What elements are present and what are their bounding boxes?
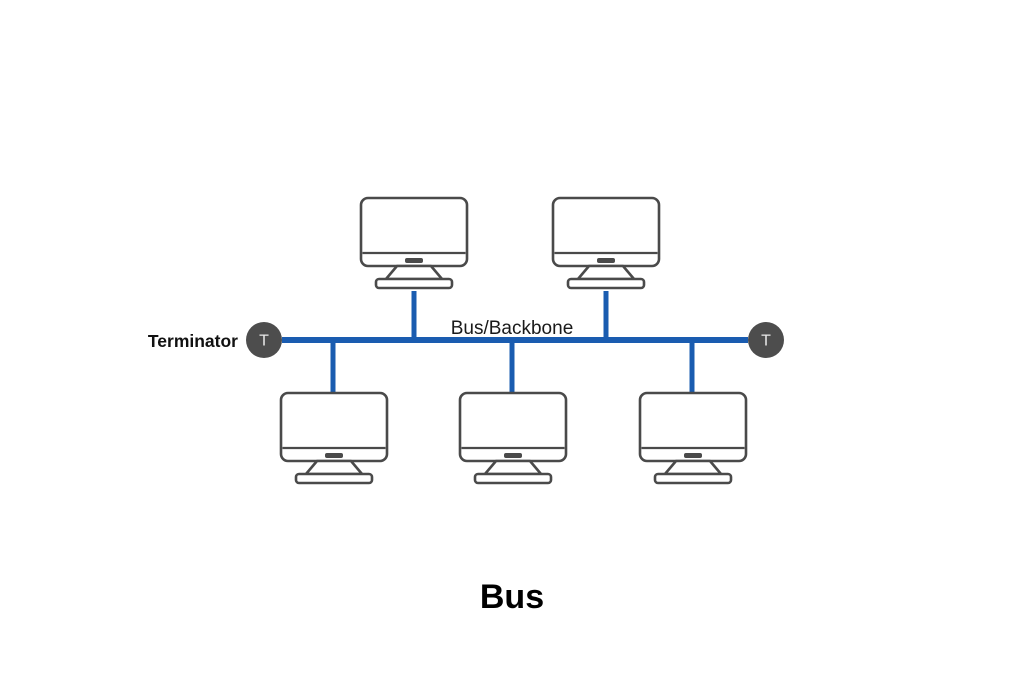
workstation-top-right-stand-base <box>566 277 646 290</box>
bus-backbone-label: Bus/Backbone <box>451 318 574 339</box>
terminator-label: Terminator <box>148 331 238 351</box>
workstation-top-right-badge-icon <box>597 258 615 263</box>
terminator-left-circle[interactable] <box>246 322 282 358</box>
workstation-bottom-right-stand-neck <box>663 459 723 476</box>
workstation-bottom-center-stand-neck <box>483 459 543 476</box>
terminator-right-circle[interactable] <box>748 322 784 358</box>
workstation-top-left-screen[interactable] <box>359 196 469 268</box>
workstation-bottom-right[interactable] <box>638 391 748 485</box>
workstation-bottom-center[interactable] <box>458 391 568 485</box>
workstations-layer <box>279 196 748 485</box>
workstation-bottom-left-stand-base <box>294 472 374 485</box>
workstation-top-left-badge-icon <box>405 258 423 263</box>
workstation-bottom-left-screen[interactable] <box>279 391 389 463</box>
workstation-top-right-stand-neck <box>576 264 636 281</box>
workstation-top-left-stand-base <box>374 277 454 290</box>
workstation-bottom-left-stand-neck <box>304 459 364 476</box>
workstation-top-right-screen[interactable] <box>551 196 661 268</box>
workstation-bottom-center-stand-base <box>473 472 553 485</box>
workstation-bottom-right-badge-icon <box>684 453 702 458</box>
workstation-top-left-stand-neck <box>384 264 444 281</box>
terminator-right[interactable]: T <box>748 322 784 358</box>
workstation-bottom-center-badge-icon <box>504 453 522 458</box>
workstation-bottom-right-screen[interactable] <box>638 391 748 463</box>
page-title: Bus <box>480 578 544 616</box>
terminator-left-letter: T <box>259 333 269 350</box>
terminator-left[interactable]: T <box>246 322 282 358</box>
workstation-bottom-center-screen[interactable] <box>458 391 568 463</box>
workstation-top-left[interactable] <box>359 196 469 290</box>
workstation-top-right[interactable] <box>551 196 661 290</box>
terminator-right-letter: T <box>761 333 771 350</box>
workstation-bottom-right-stand-base <box>653 472 733 485</box>
drop-lines-layer <box>330 291 695 393</box>
workstation-bottom-left[interactable] <box>279 391 389 485</box>
workstation-bottom-left-badge-icon <box>325 453 343 458</box>
